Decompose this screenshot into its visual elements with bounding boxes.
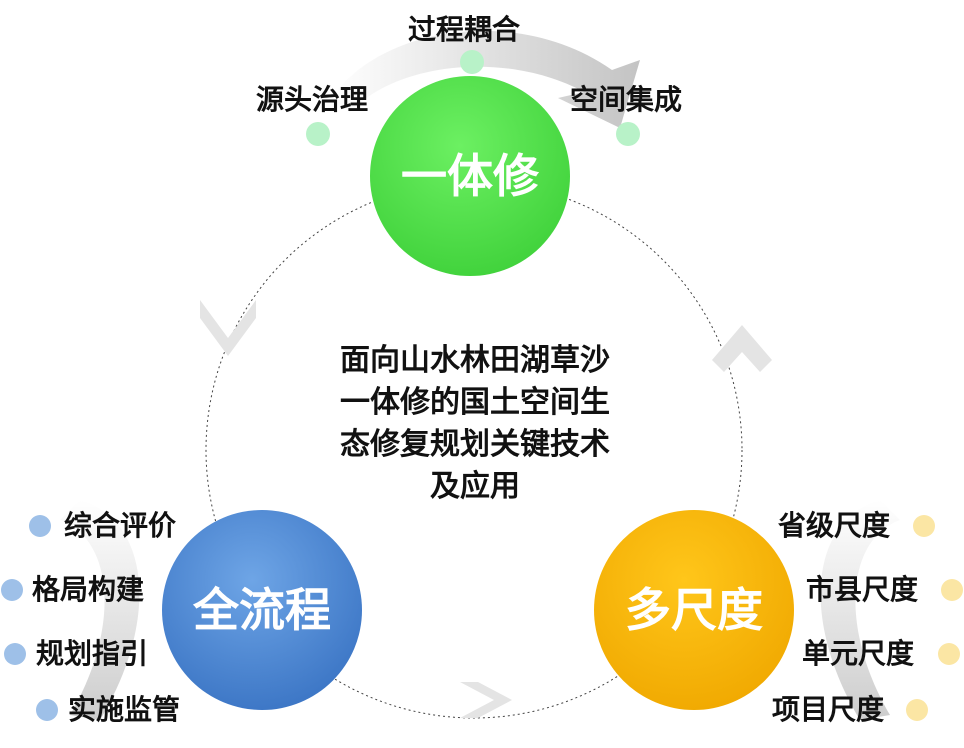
hub-right-circle <box>594 510 794 710</box>
bullet-dot <box>29 515 51 537</box>
bullet-dot <box>616 122 640 146</box>
bullet-dot <box>306 122 330 146</box>
right-item-label: 省级尺度 <box>778 509 891 542</box>
bullet-dot <box>1 579 23 601</box>
hub-top-circle <box>370 76 570 276</box>
chevron-bottom-icon <box>460 682 512 718</box>
right-item-label: 项目尺度 <box>772 693 885 726</box>
top-item-label: 过程耦合 <box>408 13 521 46</box>
center-title-line: 面向山水林田湖草沙 <box>340 343 610 378</box>
left-item-label: 规划指引 <box>36 637 149 670</box>
center-title-line: 及应用 <box>430 469 520 504</box>
hub-left-circle <box>162 510 362 710</box>
bullet-dot <box>460 50 484 74</box>
bullet-dot <box>941 579 963 601</box>
hub-right-label: 多尺度 <box>625 583 763 637</box>
bullet-dot <box>913 515 935 537</box>
center-title: 面向山水林田湖草沙 一体修的国土空间生 态修复规划关键技术 及应用 <box>300 340 650 508</box>
left-curved-arrow <box>60 500 140 720</box>
top-item-label: 空间集成 <box>570 83 683 116</box>
top-curved-arrow <box>330 30 640 128</box>
center-title-line: 一体修的国土空间生 <box>340 385 610 420</box>
left-item-label: 格局构建 <box>32 573 145 606</box>
hub-left-label: 全流程 <box>193 583 331 637</box>
chevron-right-icon <box>712 325 772 372</box>
hub-top-label: 一体修 <box>401 149 539 203</box>
center-title-line: 态修复规划关键技术 <box>340 427 610 462</box>
bullet-dot <box>36 699 58 721</box>
chevron-left-icon <box>200 300 256 356</box>
bullet-dot <box>906 699 928 721</box>
right-item-label: 市县尺度 <box>806 573 919 606</box>
left-item-label: 综合评价 <box>64 509 177 542</box>
right-item-label: 单元尺度 <box>802 637 915 670</box>
top-item-label: 源头治理 <box>256 83 369 116</box>
left-item-label: 实施监管 <box>68 693 181 726</box>
right-curved-arrow <box>820 500 900 720</box>
bullet-dot <box>938 643 960 665</box>
bullet-dot <box>4 643 26 665</box>
